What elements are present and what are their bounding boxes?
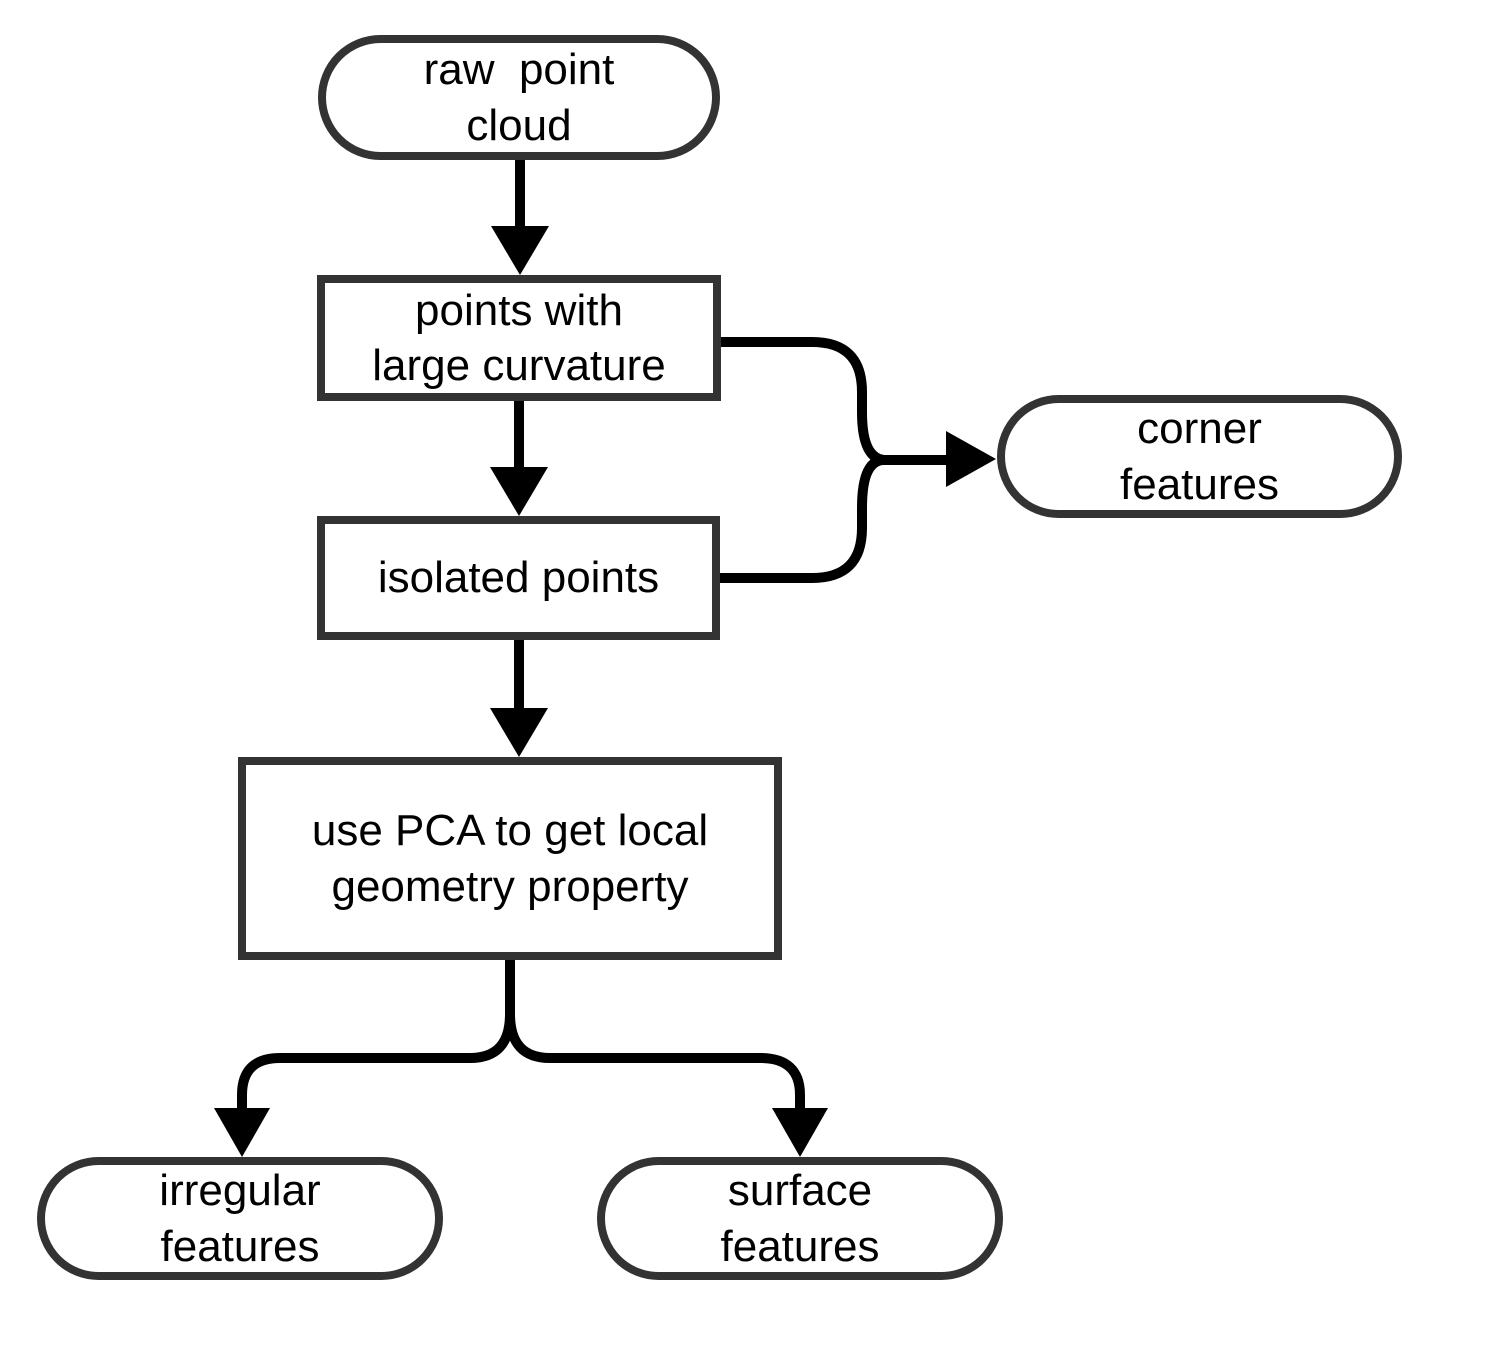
edge-pca-to-surface (505, 1013, 805, 1112)
edge-curvature-to-merge (717, 337, 886, 465)
node-isolated-points-label: isolated points (377, 553, 660, 603)
edge-isolated-to-merge (717, 455, 885, 583)
node-surface-features: surface features (597, 1157, 1003, 1280)
node-points-with-large-curvature-label: points with large curvature (372, 285, 666, 390)
arrowhead-merge-to-corner (946, 431, 996, 487)
edge-pca-to-irregular (237, 1013, 515, 1112)
node-corner-features-label: corner features (1120, 404, 1279, 509)
node-raw-point-cloud-label: raw point cloud (423, 45, 615, 150)
arrowhead-curvature-to-isolated (490, 467, 548, 516)
node-surface-features-label: surface features (720, 1166, 880, 1271)
node-raw-point-cloud: raw point cloud (318, 35, 720, 160)
node-use-pca-label: use PCA to get local geometry property (311, 806, 709, 911)
node-corner-features: corner features (997, 395, 1402, 518)
arrowhead-isolated-to-pca (490, 708, 548, 757)
arrowhead-pca-to-surface (772, 1108, 828, 1157)
node-irregular-features: irregular features (37, 1157, 443, 1280)
node-use-pca: use PCA to get local geometry property (238, 757, 782, 960)
node-isolated-points: isolated points (317, 516, 720, 640)
node-points-with-large-curvature: points with large curvature (317, 275, 721, 401)
arrowhead-pca-to-irregular (214, 1108, 270, 1157)
node-irregular-features-label: irregular features (159, 1166, 321, 1271)
arrowhead-raw-to-curvature (491, 226, 549, 275)
